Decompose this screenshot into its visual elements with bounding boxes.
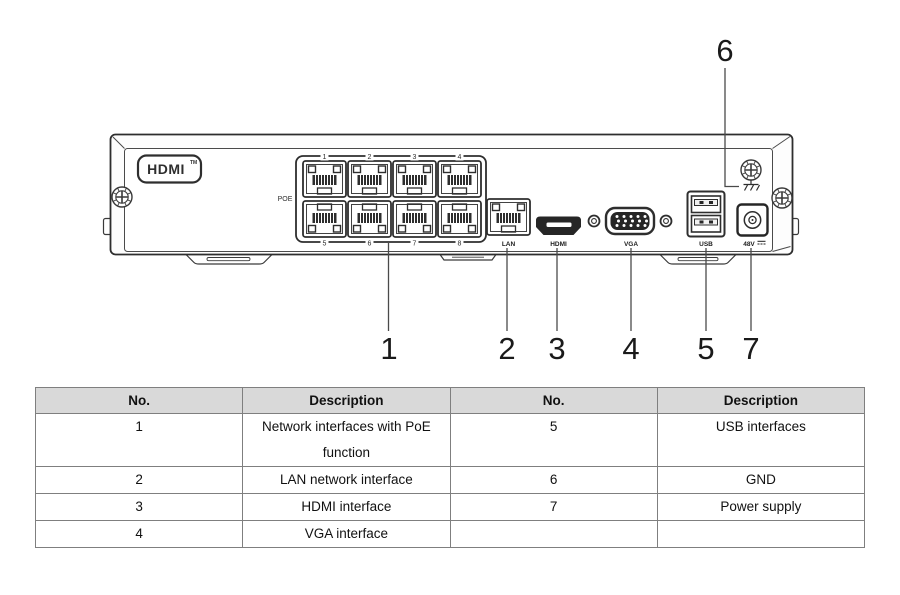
- power-jack: 48V: [736, 203, 769, 248]
- poe-port-numbers: 1 2 3 4 5 6 7 8: [320, 151, 464, 248]
- cell-no: 6: [449, 466, 658, 494]
- rj45-port-8: [437, 200, 482, 238]
- poe-label: POE: [278, 196, 293, 203]
- poe-port-number: 2: [368, 154, 372, 161]
- callout-number-5: 5: [697, 331, 714, 366]
- table-header-row: No. Description No. Description: [34, 387, 866, 414]
- usb-port-label: USB: [699, 241, 713, 248]
- col-header-no-left: No.: [34, 387, 244, 414]
- table-row: 1 Network interfaces with PoE function 5…: [34, 413, 866, 467]
- col-header-desc-left: Description: [242, 387, 451, 414]
- rj45-port-5: [302, 200, 347, 238]
- vga-port: VGA: [587, 206, 673, 248]
- hdmi-logo-badge: HDMI TM: [136, 154, 203, 184]
- cell-description: GND: [656, 466, 866, 494]
- rj45-port-6: [347, 200, 392, 238]
- cell-no: 7: [449, 493, 658, 521]
- rj45-port-4: [437, 160, 482, 198]
- callout-line-6: [724, 68, 739, 188]
- poe-port-number: 4: [458, 154, 462, 161]
- device-foot-right: [658, 253, 738, 265]
- col-header-desc-right: Description: [656, 387, 866, 414]
- vga-port-label: VGA: [624, 241, 638, 248]
- rj45-port-2: [347, 160, 392, 198]
- ground-symbol-icon: [743, 180, 761, 191]
- rj45-port-3: [392, 160, 437, 198]
- device-rear-panel-diagram: HDMI TM POE 1 2 3 4 5 6: [102, 33, 800, 366]
- gnd-screw: [740, 159, 762, 181]
- device-foot-left: [184, 253, 274, 265]
- table-row: 4 VGA interface: [34, 520, 866, 548]
- poe-port-block: POE 1 2 3 4 5 6 7 8: [278, 151, 487, 248]
- hdmi-port-label: HDMI: [550, 241, 567, 248]
- rj45-port-7: [392, 200, 437, 238]
- spec-table: No. Description No. Description 1 Networ…: [34, 387, 866, 548]
- poe-port-number: 8: [458, 241, 462, 248]
- lan-port-label: LAN: [502, 241, 516, 248]
- cell-description: LAN network interface: [242, 466, 451, 494]
- hdmi-port: HDMI: [536, 216, 581, 248]
- cell-description: Network interfaces with PoE function: [242, 413, 451, 467]
- cell-no: 2: [34, 466, 244, 494]
- chassis-screw-right: [771, 187, 793, 209]
- poe-port-number: 3: [413, 154, 417, 161]
- usb-ports: USB: [686, 190, 726, 248]
- callout-number-2: 2: [498, 331, 515, 366]
- rj45-port-1: [302, 160, 347, 198]
- cell-no: [449, 520, 658, 548]
- cell-description: VGA interface: [242, 520, 451, 548]
- callout-number-1: 1: [380, 331, 397, 366]
- dc-symbol-icon: [757, 240, 766, 245]
- col-header-no-right: No.: [449, 387, 658, 414]
- callout-number-3: 3: [548, 331, 565, 366]
- callout-number-7: 7: [742, 331, 759, 366]
- poe-port-number: 1: [323, 154, 327, 161]
- cell-description: Power supply: [656, 493, 866, 521]
- poe-port-number: 7: [413, 241, 417, 248]
- callout-number-4: 4: [622, 331, 639, 366]
- cell-description: HDMI interface: [242, 493, 451, 521]
- poe-port-number: 5: [323, 241, 327, 248]
- poe-port-number: 6: [368, 241, 372, 248]
- cell-no: 1: [34, 413, 244, 467]
- table-row: 3 HDMI interface 7 Power supply: [34, 493, 866, 521]
- cell-no: 4: [34, 520, 244, 548]
- hdmi-logo-text: HDMI: [147, 161, 185, 177]
- table-row: 2 LAN network interface 6 GND: [34, 466, 866, 494]
- chassis-screw-left: [111, 186, 133, 208]
- cell-description: USB interfaces: [656, 413, 866, 467]
- power-label: 48V: [743, 241, 755, 248]
- hdmi-logo-tm: TM: [190, 160, 197, 166]
- cell-no: 5: [449, 413, 658, 467]
- callout-number-6: 6: [716, 33, 733, 68]
- lan-port: LAN: [486, 198, 531, 248]
- cell-no: 3: [34, 493, 244, 521]
- cell-description: [656, 520, 866, 548]
